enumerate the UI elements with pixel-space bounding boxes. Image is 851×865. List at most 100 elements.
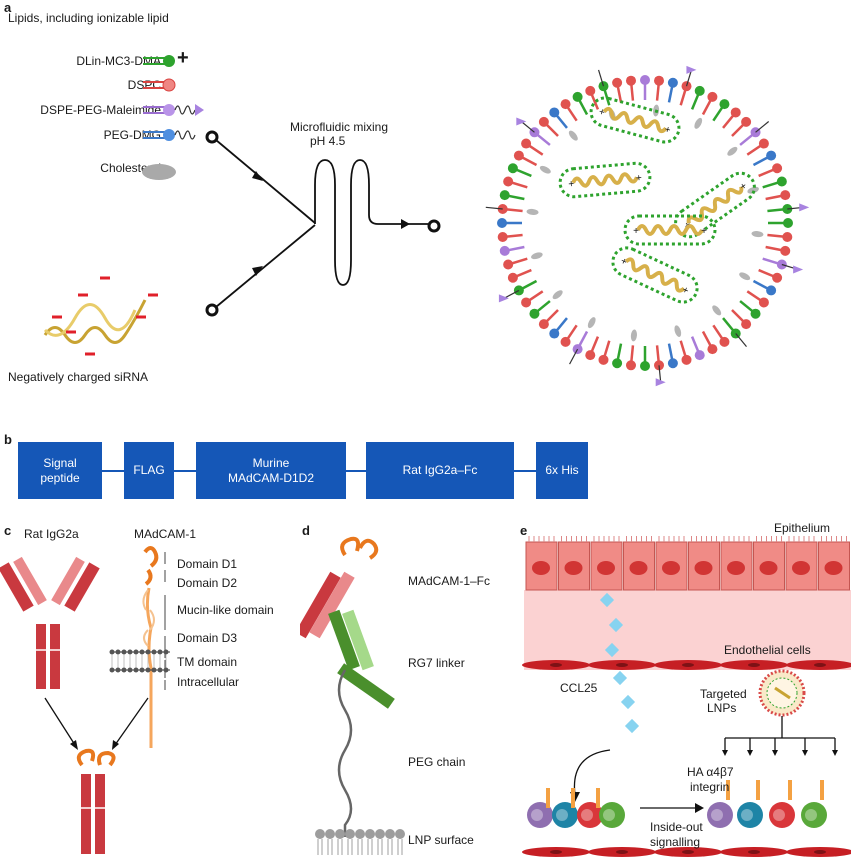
ha-integrin-label-1: HA α4β7	[687, 765, 734, 779]
lnp-lipid-head	[766, 150, 777, 161]
madcam-fc-fusion-icon	[76, 748, 116, 854]
leukocyte-icon	[737, 802, 763, 828]
integrin-icon	[596, 788, 600, 808]
membrane-bead	[163, 649, 169, 655]
lnp-lipid-head	[549, 107, 560, 118]
lnp-lipid-head	[654, 75, 665, 86]
rat-igg-title: Rat IgG2a	[24, 527, 79, 541]
leukocyte-icon	[801, 802, 827, 828]
lnp-lipid-head	[758, 297, 769, 308]
svg-text:+: +	[701, 226, 707, 237]
membrane-bead	[157, 667, 163, 673]
lnp-lipid-head	[598, 354, 609, 365]
lnp-surface-label: LNP surface	[408, 833, 474, 847]
lipid-label-dspe-peg: DSPE-PEG-Maleimide	[40, 103, 161, 117]
construct-his-tag: 6x His	[536, 442, 588, 499]
membrane-bead	[115, 649, 121, 655]
panel-d-letter: d	[302, 523, 310, 538]
lnp-lipid-head	[538, 116, 549, 127]
lnp-lipid-head	[707, 91, 718, 102]
lnp-lipid-head	[625, 75, 636, 86]
peg-dmg-icon	[143, 129, 196, 141]
lnp-lipid-head	[730, 107, 741, 118]
lnp-surface-bead	[385, 829, 395, 839]
lnp-lipid-head	[549, 328, 560, 339]
ccl25-chemokine	[612, 670, 628, 686]
targeted-lnp-label-1: Targeted	[700, 687, 747, 701]
integrin-icon	[788, 780, 792, 800]
domain-d3: Domain D3	[177, 631, 238, 645]
ccl25-chemokine	[624, 718, 640, 734]
domain-mucin: Mucin-like domain	[177, 603, 274, 617]
lnp-lipid-head	[521, 297, 532, 308]
construct-igg-fc: Rat IgG2a–Fc	[366, 442, 514, 499]
lnp-lipid-head	[694, 85, 705, 96]
lnp-lipid-head	[772, 163, 783, 174]
cell-nucleus	[532, 561, 550, 575]
cell-nucleus	[824, 561, 843, 575]
lipids-heading: Lipids, including ionizable lipid	[8, 11, 169, 25]
lnp-lipid-head	[538, 319, 549, 330]
sirna-helix-icon	[43, 276, 158, 356]
rg7-linker-label: RG7 linker	[408, 656, 465, 670]
membrane-bead	[115, 667, 121, 673]
lnp-lipid-head	[758, 138, 769, 149]
membrane-bead	[151, 667, 157, 673]
ccl25-chemokine	[608, 617, 624, 633]
svg-text:+: +	[633, 226, 639, 237]
lnp-lipid-head	[640, 75, 650, 85]
lnp-lipid-head	[572, 91, 583, 102]
lnp-lipid-head	[772, 272, 783, 283]
cell-nucleus	[727, 561, 745, 575]
lnp-lipid-head	[585, 85, 596, 96]
membrane-bead	[145, 667, 151, 673]
leukocyte-icon	[599, 802, 625, 828]
inside-out-label-2: signalling	[650, 835, 701, 849]
madcam-fc-head-icon	[340, 536, 379, 560]
cholesterol-icon	[142, 164, 176, 180]
lnp-lipid-head	[521, 138, 532, 149]
svg-text:+: +	[598, 107, 607, 119]
panel-c-letter: c	[4, 523, 12, 538]
lnp-lipid-head	[612, 77, 623, 88]
microfluidic-chip	[205, 130, 441, 317]
svg-text:+: +	[663, 124, 672, 136]
lnp-lipid-head	[503, 176, 514, 187]
membrane-bead	[157, 649, 163, 655]
lnp-lipid-head	[780, 245, 791, 256]
lnp-surface-bead	[335, 829, 345, 839]
svg-text:+: +	[636, 173, 643, 184]
lnp-lipid-head	[667, 358, 678, 369]
lnp-lipid-head	[750, 308, 761, 319]
targeted-lnp-label-2: LNPs	[707, 701, 737, 715]
lnp-lipid-head	[780, 190, 791, 201]
lnp-lipid-head	[585, 350, 596, 361]
inside-out-label-1: Inside-out	[650, 820, 703, 834]
membrane-bead	[109, 667, 115, 673]
sirna-micelle-icon: ++	[558, 161, 652, 199]
construct-flag: FLAG	[124, 442, 174, 499]
lnp-lipid-head	[707, 344, 718, 355]
membrane-bead	[151, 649, 157, 655]
lnp-lipid-head	[766, 285, 777, 296]
lnp-lipid-head	[681, 354, 692, 365]
membrane-bead	[127, 667, 133, 673]
cell-nucleus	[662, 561, 680, 575]
cell-nucleus	[597, 561, 615, 575]
panel-e-letter: e	[520, 523, 528, 538]
ccl25-chemokine	[620, 694, 636, 710]
lnp-lipid-head	[572, 344, 583, 355]
peg-chain-icon	[337, 669, 353, 837]
lnp-surface-bead	[375, 829, 385, 839]
lnp-lipid-head	[741, 319, 752, 330]
cell-nucleus	[694, 561, 713, 575]
panel-e-graphics	[522, 536, 851, 857]
integrin-icon	[820, 780, 824, 800]
lnp-lipid-head	[776, 176, 787, 187]
membrane-bead	[121, 649, 127, 655]
lnp-lipid-head	[507, 163, 518, 174]
panel-c-graphics	[0, 546, 170, 854]
svg-text:+: +	[619, 256, 629, 269]
cell-nucleus	[629, 561, 648, 575]
